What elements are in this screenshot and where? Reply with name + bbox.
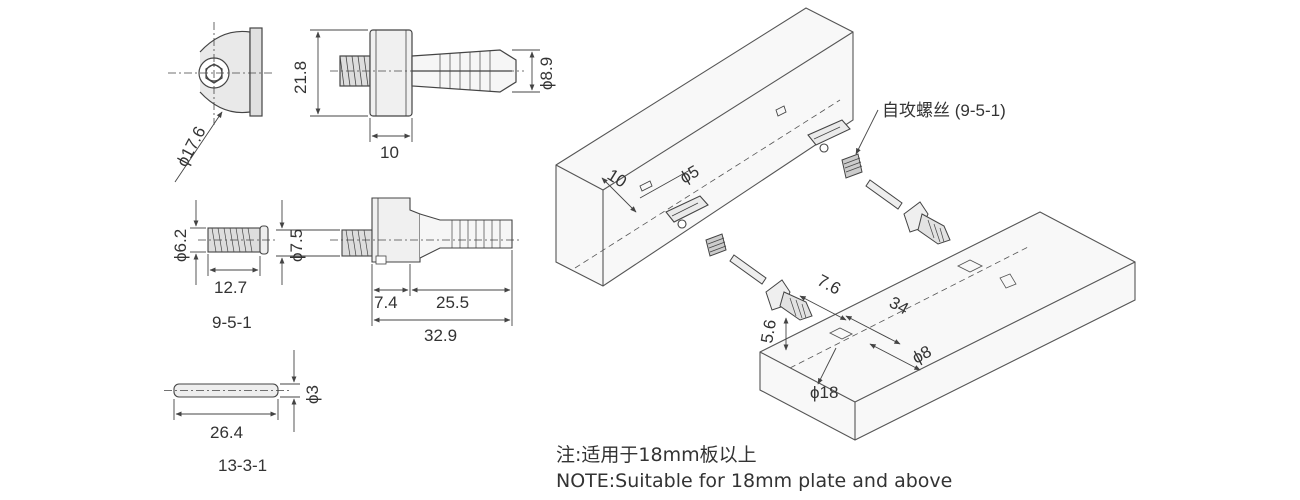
cam-hole-label: ϕ18 [810, 383, 838, 402]
pilot-holes [639, 105, 787, 192]
screw-callout-leader [855, 109, 879, 155]
bolt-shank-label: 25.5 [436, 293, 469, 312]
nut-side-view [168, 22, 275, 125]
assembly-pin-1 [729, 254, 767, 285]
bolt-length-dimensions [371, 250, 513, 326]
cam-housing-front [665, 195, 709, 229]
lower-panel [759, 211, 1136, 441]
assembly-bolt-1 [765, 279, 813, 321]
screw-diameter-label: ϕ6.2 [171, 229, 190, 262]
upper-panel [555, 7, 854, 287]
bolt-diameter-label: ϕ7.5 [287, 229, 306, 262]
pin-code-label: 13-3-1 [218, 456, 267, 475]
pin-diameter-dimension [280, 350, 300, 432]
nut-diameter-dimension: ϕ17.6 [173, 111, 223, 183]
pin-diameter-label: ϕ3 [303, 385, 322, 404]
nut-hole-dimension [512, 49, 540, 93]
screw-view [198, 225, 275, 255]
edge-offset-dimension [601, 169, 691, 213]
lower-panel-dimensions [783, 295, 921, 385]
bolt-diameter-dimension [276, 200, 340, 285]
nut-height-label: 21.8 [291, 61, 310, 94]
nut-front-view [330, 29, 524, 117]
screw-diameter-dimension [190, 200, 206, 285]
nut-diameter-label: ϕ17.6 [173, 123, 210, 170]
pin-view [164, 383, 290, 398]
assembly-screw-2 [841, 153, 863, 179]
screw-length-dimension [207, 254, 261, 276]
cam-housing-rear [807, 119, 851, 153]
assembly-screw-1 [705, 233, 727, 257]
nut-width-dimension [369, 118, 413, 142]
offset-label: 5.6 [757, 318, 780, 345]
screw-callout-label: 自攻螺丝 (9-5-1) [882, 101, 1006, 120]
bolt-view [330, 197, 522, 265]
note-chinese: 注:适用于18mm板以上 [556, 444, 757, 466]
bolt-head-label: 7.4 [374, 293, 398, 312]
screw-code-label: 9-5-1 [212, 313, 252, 332]
screw-length-label: 12.7 [214, 278, 247, 297]
note-english: NOTE:Suitable for 18mm plate and above [556, 470, 953, 492]
assembly-pin-2 [865, 179, 903, 210]
assembly-bolt-2 [903, 201, 951, 245]
depth-label: 7.6 [814, 271, 844, 299]
bolt-total-label: 32.9 [424, 326, 457, 345]
pin-length-dimension [173, 399, 279, 420]
nut-hole-label: ϕ8.9 [537, 57, 556, 90]
nut-width-label: 10 [380, 143, 399, 162]
nut-height-dimension [310, 29, 368, 117]
pin-length-label: 26.4 [210, 423, 243, 442]
